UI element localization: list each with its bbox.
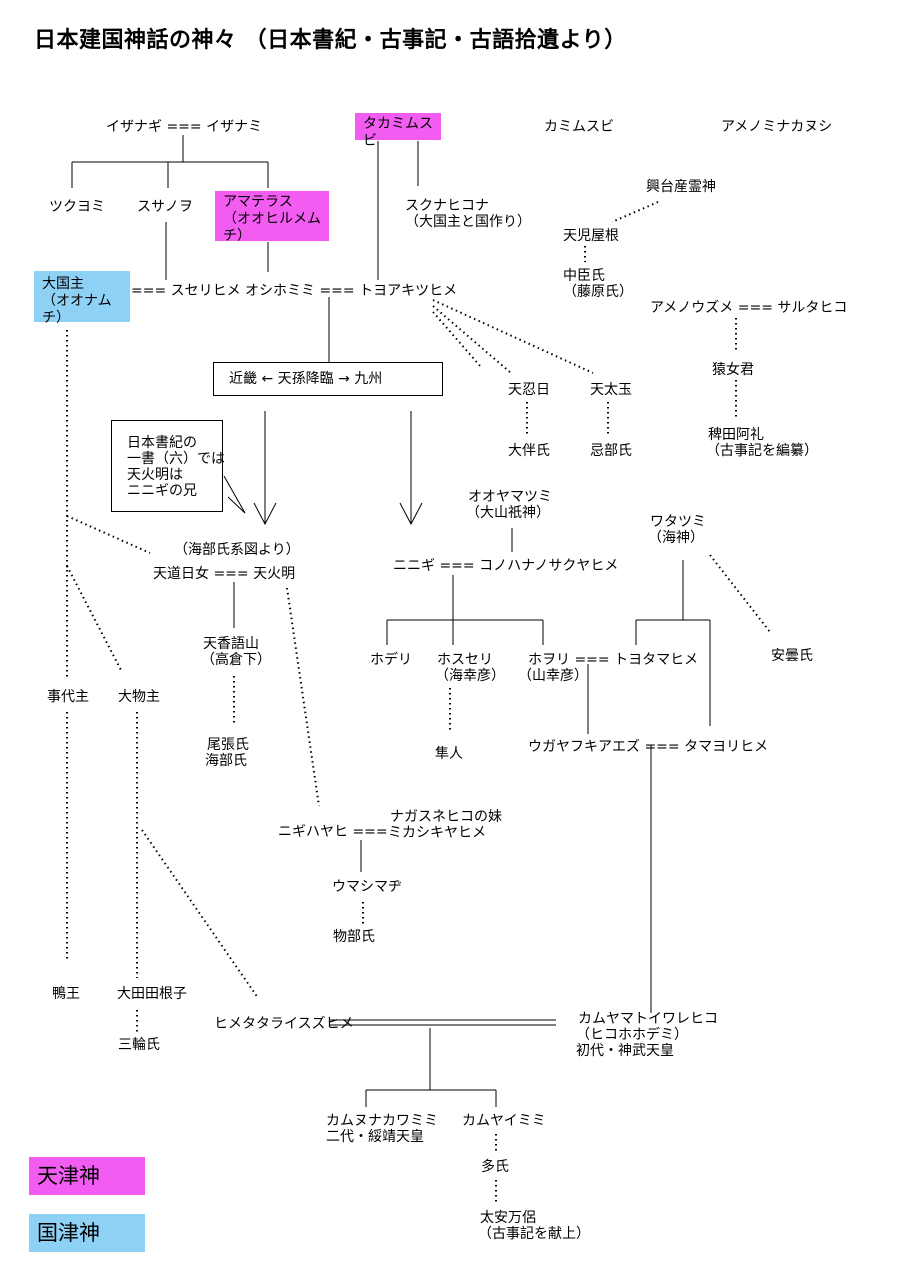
nakatomi-node: 中臣氏 [563, 268, 605, 284]
ooyamatsumi-node: オオヤマツミ [468, 489, 552, 505]
amaterasu-node: アマテラス （オオヒルメムチ） [215, 191, 329, 244]
omononushi-node: 大物主 [118, 689, 160, 705]
koshitokoromusubi-node: 興台産霊神 [646, 179, 716, 195]
suizei-node: カムヌナカワミミ [326, 1113, 438, 1129]
jimmu-node: カムヤマトイワレヒコ [578, 1011, 718, 1027]
mononobe-clan-node: 物部氏 [333, 929, 375, 945]
ninigi-konohanasakuya-node: ニニギ === コノハナノサクヤヒメ [393, 558, 619, 574]
nihonshoki-note-box: 日本書紀の 一書（六）では 天火明は ニニギの兄 [111, 420, 225, 512]
amenofutodama-node: 天太玉 [590, 382, 632, 398]
hosuseri-node: ホスセリ [437, 652, 493, 668]
miwa-clan-node: 三輪氏 [118, 1037, 160, 1053]
jimmu-title: 初代・神武天皇 [576, 1043, 674, 1059]
oshihomimi-toyoakitsuhime-node: オシホミミ === トヨアキツヒメ [245, 283, 458, 299]
ooyamatsumi-alt-name: （大山祇神） [466, 505, 550, 521]
hayato-node: 隼人 [435, 746, 463, 762]
nakatomi-note: （藤原氏） [563, 284, 633, 300]
legend-amatsukami: 天津神 [29, 1157, 145, 1195]
o-clan-node: 多氏 [481, 1159, 509, 1175]
kotoshironushi-node: 事代主 [47, 689, 89, 705]
ugaya-tamayorihime-node: ウガヤフキアエズ === タマヨリヒメ [528, 739, 769, 755]
amenokaguyama-alt-name: （高倉下） [201, 652, 271, 668]
tenson-korin-label: 近畿 ← 天孫降臨 → 九州 [229, 371, 383, 387]
umashimaji-node: ウマシマヂ [332, 879, 402, 895]
note-line-3: 天火明は [127, 467, 183, 483]
jimmu-alt-name: （ヒコホホデミ） [576, 1027, 688, 1043]
okuninushi-node: 大国主 （オオナムチ） [34, 271, 130, 326]
amabe-genealogy-note: （海部氏系図より） [174, 542, 300, 558]
sarumenokimi-node: 猿女君 [712, 362, 754, 378]
amaterasu-alt-name: （オオヒルメムチ） [223, 211, 321, 244]
otataneko-node: 大田田根子 [117, 986, 187, 1002]
kamimusubi-node: カミムスビ [544, 119, 614, 135]
amaterasu-name: アマテラス [223, 194, 293, 210]
oonoyasumaro-node: 太安万侶 [480, 1210, 536, 1226]
amenooshihi-node: 天忍日 [508, 382, 550, 398]
izanagi-izanami-node: イザナギ === イザナミ [106, 119, 263, 135]
tsukuyomi-node: ツクヨミ [49, 199, 105, 215]
suizei-title: 二代・綏靖天皇 [326, 1129, 424, 1145]
note-line-2: 一書（六）では [127, 451, 225, 467]
hoori-toyotamahime-node: ホヲリ === トヨタマヒメ [528, 652, 699, 668]
tenson-korin-box: 近畿 ← 天孫降臨 → 九州 [213, 362, 443, 396]
okuninushi-alt-name: （オオナムチ） [42, 293, 112, 326]
sukunahikona-note: （大国主と国作り） [405, 214, 531, 230]
diagram-title: 日本建国神話の神々 （日本書紀・古事記・古語拾遺より） [34, 28, 627, 53]
suserihime-node: === スセリヒメ [131, 283, 241, 299]
amenomichihime-amenohoakari-node: 天道日女 === 天火明 [153, 566, 296, 582]
watatsumi-node: ワタツミ [650, 514, 706, 530]
amabe-clan-node: 海部氏 [205, 753, 247, 769]
nagasunehiko-sister-note: ナガスネヒコの妹 [390, 809, 502, 825]
susanoo-node: スサノヲ [137, 199, 193, 215]
amenokaguyama-node: 天香語山 [203, 636, 259, 652]
otomo-clan-node: 大伴氏 [508, 443, 550, 459]
hieda-node: 稗田阿礼 [708, 427, 764, 443]
kamuyaimimi-node: カムヤイミミ [462, 1113, 546, 1129]
hoderi-node: ホデリ [370, 652, 412, 668]
inbe-clan-node: 忌部氏 [590, 443, 632, 459]
takamimusubi-node: タカミムスビ [355, 113, 441, 149]
amenominakanushi-node: アメノミナカヌシ [721, 119, 833, 135]
hosuseri-alt-name: （海幸彦） [435, 668, 505, 684]
amenouzume-sarutahiko-node: アメノウズメ === サルタヒコ [650, 300, 848, 316]
okuninushi-name: 大国主 [42, 276, 84, 292]
amenokoyane-node: 天児屋根 [563, 228, 619, 244]
mikashikiyahime-node: ミカシキヤヒメ [388, 825, 486, 841]
nigihayahi-node: ニギハヤヒ === [278, 824, 388, 840]
hoori-alt-name: （山幸彦） [518, 668, 588, 684]
owari-clan-node: 尾張氏 [207, 737, 249, 753]
hieda-note: （古事記を編纂） [706, 443, 818, 459]
note-line-4: ニニギの兄 [127, 483, 197, 499]
sukunahikona-node: スクナヒコナ [405, 198, 489, 214]
himetatara-node: ヒメタタライスズヒメ [214, 1016, 354, 1032]
watatsumi-alt-name: （海神） [648, 530, 704, 546]
azumi-clan-node: 安曇氏 [771, 648, 813, 664]
kamo-no-kimi-node: 鴨王 [52, 986, 80, 1002]
note-line-1: 日本書紀の [127, 435, 197, 451]
oonoyasumaro-note: （古事記を献上） [478, 1226, 590, 1242]
legend-kunitsukami: 国津神 [29, 1214, 145, 1252]
